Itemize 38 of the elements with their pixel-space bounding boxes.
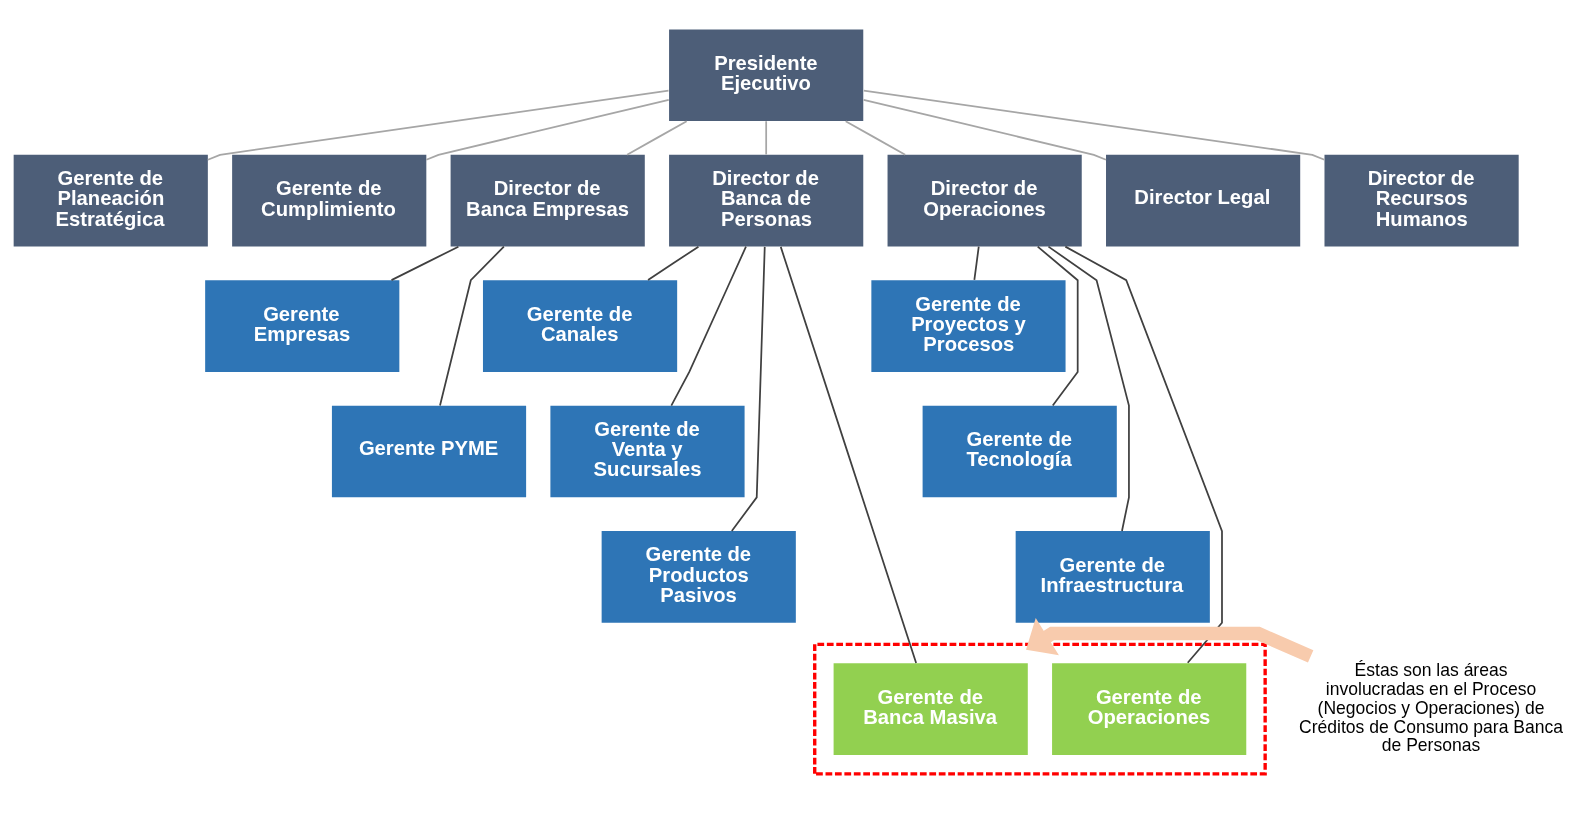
- node-box: Gerente de Cumplimiento: [232, 154, 427, 247]
- node-box: Gerente de Operaciones: [1052, 663, 1247, 755]
- node-box: Gerente de Venta y Sucursales: [550, 405, 745, 498]
- node-box: Director de Banca de Personas: [669, 154, 864, 247]
- node-box: Gerente de Tecnología: [922, 405, 1117, 498]
- connector: [1036, 245, 1079, 407]
- node-box: Gerente de Planeación Estratégica: [13, 154, 208, 247]
- connector: [439, 245, 505, 407]
- connector: [647, 245, 700, 281]
- connector: [765, 120, 768, 156]
- node-box: Gerente de Canales: [482, 280, 678, 372]
- connector: [973, 245, 980, 281]
- connector: [626, 120, 688, 156]
- connector: [425, 98, 670, 161]
- node-box: Director Legal: [1106, 154, 1301, 247]
- connector: [1064, 245, 1223, 664]
- connector: [779, 246, 917, 664]
- connector: [862, 98, 1107, 161]
- node-box: Gerente de Banca Masiva: [833, 663, 1028, 755]
- connector: [862, 89, 1326, 161]
- connector: [844, 120, 907, 156]
- node-box: Gerente de Productos Pasivos: [601, 531, 796, 623]
- connector: [670, 245, 747, 407]
- cluster: [813, 642, 1267, 776]
- connector: [207, 89, 670, 161]
- connector: [1047, 245, 1130, 532]
- node-box: Gerente de Proyectos y Procesos: [871, 280, 1066, 372]
- node-box: Gerente Empresas: [205, 280, 400, 372]
- node-box: Director de Operaciones: [887, 154, 1082, 247]
- node-box: Gerente de Infraestructura: [1015, 531, 1210, 623]
- connector: [390, 245, 460, 281]
- node-box: Gerente PYME: [331, 405, 527, 498]
- connector: [730, 246, 766, 532]
- node-box: Director de Banca Empresas: [450, 154, 645, 247]
- node-text: Éstas son las áreas involucradas en el Proceso (Negocios y Operaciones) de Créditos de Consumo para Banca de Personas: [1299, 659, 1563, 756]
- arrow: [1026, 617, 1314, 663]
- node-box: Presidente Ejecutivo: [669, 29, 864, 122]
- node-box: Director de Recursos Humanos: [1324, 154, 1519, 247]
